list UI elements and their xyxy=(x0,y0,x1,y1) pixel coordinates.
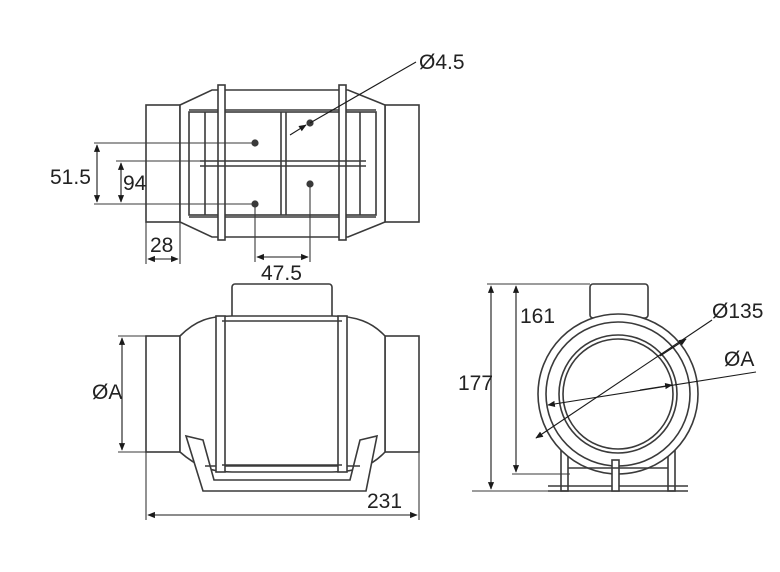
top-mount-frame xyxy=(188,111,377,216)
dim-overall-length: 231 xyxy=(145,452,420,520)
top-view xyxy=(145,84,420,241)
top-strap-left xyxy=(217,84,226,241)
dim-28-label: 28 xyxy=(150,234,173,257)
dim-horizontal-spacing: 47.5 xyxy=(254,184,311,285)
dim-o135-label: Ø135 xyxy=(712,300,763,323)
side-left-collar xyxy=(145,335,181,453)
dim-collar-length: 28 xyxy=(145,222,181,264)
dim-front-diameter: ØA xyxy=(547,348,757,407)
dim-vertical-spacing: 51.5 94 xyxy=(50,142,255,205)
dim-side-diameter: ØA xyxy=(92,335,146,453)
front-leg-center xyxy=(611,459,620,492)
top-housing xyxy=(179,89,386,238)
side-right-collar xyxy=(384,335,420,453)
hole-diameter-label: Ø4.5 xyxy=(419,51,465,74)
dim-177-label: 177 xyxy=(458,372,493,395)
dim-47-5-label: 47.5 xyxy=(261,262,302,285)
front-motor-box xyxy=(589,283,649,319)
front-inner-ring xyxy=(558,334,678,454)
side-bracket xyxy=(184,434,379,492)
dim-oa-side-label: ØA xyxy=(92,381,122,404)
front-view xyxy=(537,283,699,492)
dim-body-height: 161 xyxy=(512,283,590,475)
dim-231-label: 231 xyxy=(367,490,402,513)
side-strap-left xyxy=(215,315,226,473)
dim-94-label: 94 xyxy=(123,172,147,195)
side-motor-box xyxy=(231,283,333,321)
dim-161-label: 161 xyxy=(520,305,555,328)
dim-outer-diameter: Ø135 xyxy=(535,300,763,439)
side-view xyxy=(145,283,420,492)
side-strap-right xyxy=(337,315,348,473)
top-left-collar xyxy=(145,104,181,223)
dim-hole-diameter: Ø4.5 xyxy=(289,51,465,136)
dim-51-5-label: 51.5 xyxy=(50,166,91,189)
top-right-collar xyxy=(384,104,420,223)
dim-oa-front-label: ØA xyxy=(724,348,754,371)
side-housing xyxy=(179,315,386,473)
top-strap-right xyxy=(338,84,347,241)
